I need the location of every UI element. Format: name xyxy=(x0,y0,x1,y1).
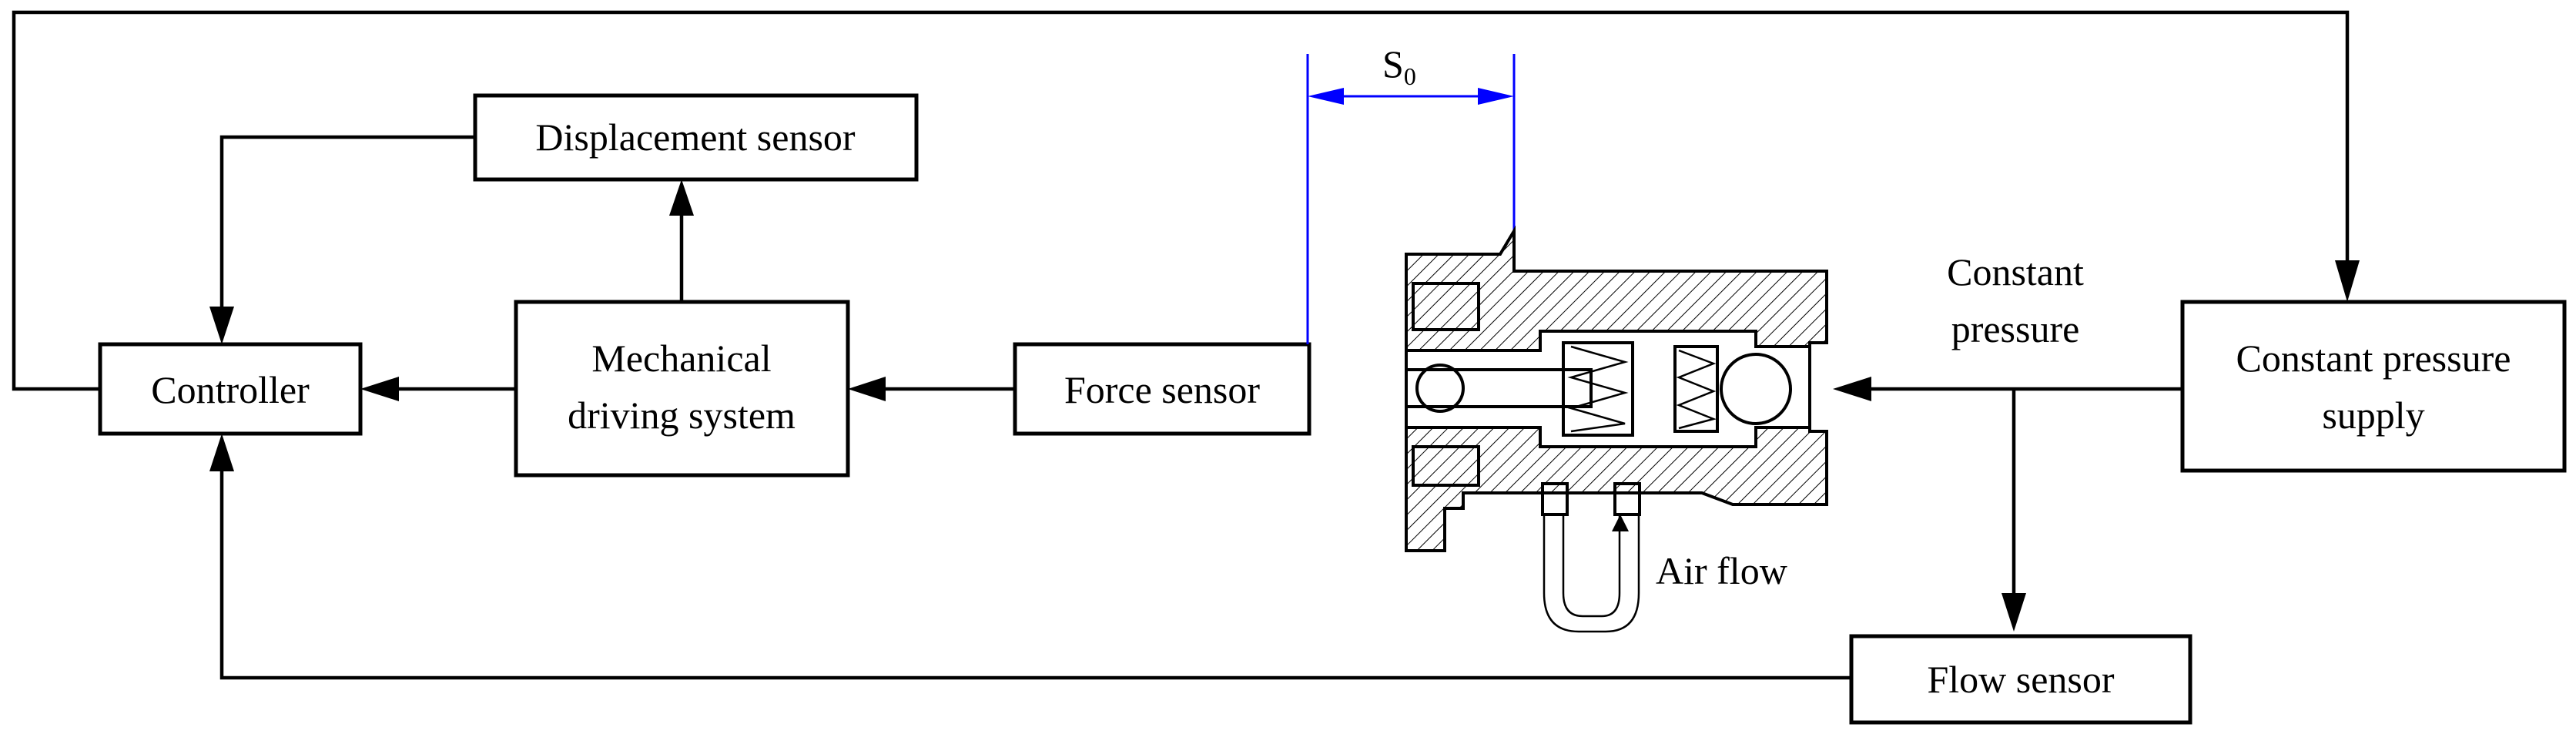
mechanical-label-line2: driving system xyxy=(568,394,796,437)
arrowhead-into-displacement xyxy=(669,179,694,216)
valve-spring-right xyxy=(1673,345,1719,433)
arrowhead-into-controller-right xyxy=(360,377,399,401)
constant-pressure-label-line2: pressure xyxy=(1951,307,2080,350)
valve-plunger-tip xyxy=(1415,364,1465,413)
supply-label-line2: supply xyxy=(2322,394,2424,437)
constant-pressure-label-line1: Constant xyxy=(1947,250,2084,293)
arrowhead-into-supply xyxy=(2335,260,2360,302)
controller-block: Controller xyxy=(98,342,363,436)
air-flow-arrowhead xyxy=(1612,514,1629,531)
constant-pressure-supply-block: Constant pressure supply xyxy=(2180,300,2567,473)
mechanical-driving-system-block: Mechanical driving system xyxy=(514,300,850,478)
valve-spring-left xyxy=(1562,341,1634,437)
valve-outlet-port-left xyxy=(1541,482,1569,516)
arrowhead-into-controller-top xyxy=(209,307,234,344)
supply-label-line1: Constant pressure xyxy=(2236,337,2511,380)
dimension-s0: S0 xyxy=(1306,42,1516,344)
wire-displacement-to-controller xyxy=(219,135,475,307)
mechanical-label-line1: Mechanical xyxy=(591,337,771,380)
arrowhead-into-flow xyxy=(2002,593,2026,632)
wire-flow-to-controller xyxy=(219,471,1851,680)
air-flow-label: Air flow xyxy=(1656,549,1787,592)
dimension-symbol: S0 xyxy=(1382,42,1416,90)
valve-cross-section-drawing xyxy=(1405,225,1828,633)
flow-sensor-block: Flow sensor xyxy=(1849,634,2192,725)
valve-left-groove xyxy=(1412,282,1480,331)
air-flow-tube xyxy=(1543,514,1640,633)
force-sensor-label: Force sensor xyxy=(1064,368,1260,411)
force-sensor-block: Force sensor xyxy=(1013,342,1311,436)
valve-ball xyxy=(1720,353,1792,425)
dimension-arrow-right xyxy=(1478,88,1514,105)
valve-plunger xyxy=(1405,368,1593,408)
arrowhead-into-controller-bottom xyxy=(209,434,234,471)
dimension-arrow-left xyxy=(1308,88,1344,105)
valve-left-groove-lower xyxy=(1412,445,1480,487)
flow-sensor-label: Flow sensor xyxy=(1927,658,2114,701)
displacement-sensor-block: Displacement sensor xyxy=(473,93,919,182)
connections xyxy=(12,10,2360,680)
controller-label: Controller xyxy=(151,368,310,411)
wire-controller-to-supply xyxy=(12,10,2350,391)
arrowhead-into-mechanical xyxy=(848,377,886,401)
valve-outlet-port-right xyxy=(1613,482,1641,516)
dimension-symbol-letter: S xyxy=(1382,42,1404,85)
dimension-subscript: 0 xyxy=(1404,62,1416,90)
displacement-sensor-label: Displacement sensor xyxy=(535,116,856,159)
arrowhead-into-valve xyxy=(1833,377,1871,401)
